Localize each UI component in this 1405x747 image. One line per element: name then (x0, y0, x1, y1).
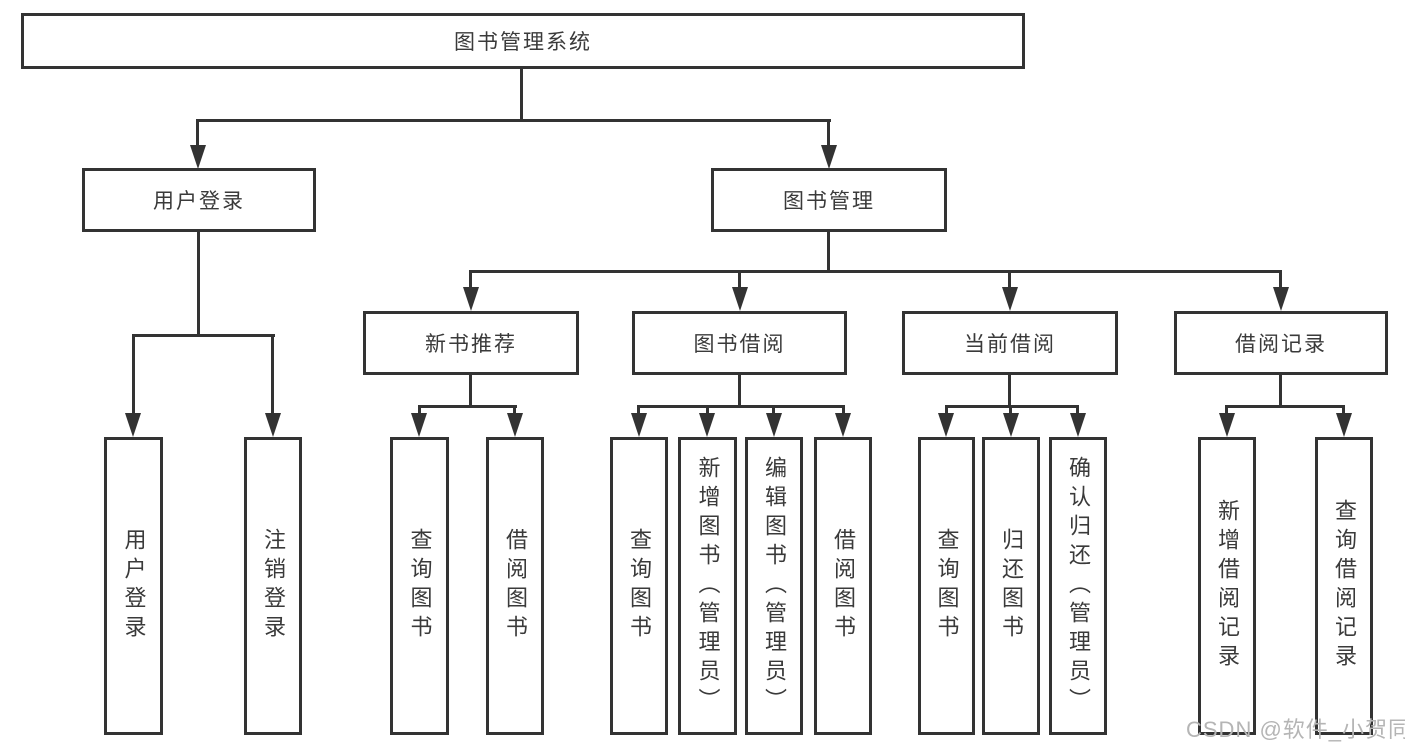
node-current-borrow: 当前借阅 (902, 311, 1118, 375)
arrow-down-icon (699, 413, 715, 437)
node-label: 借阅图书 (831, 528, 856, 644)
connector-line (1225, 405, 1345, 408)
node-label: 新增借阅记录 (1215, 499, 1240, 673)
node-user-login: 用户登录 (82, 168, 316, 232)
node-label: 新增图书（管理员） (695, 455, 721, 717)
connector-line (469, 270, 1282, 273)
arrow-down-icon (835, 413, 851, 437)
node-leaf-add-borrow-record: 新增借阅记录 (1198, 437, 1256, 735)
arrow-down-icon (1219, 413, 1235, 437)
connector-line (1008, 270, 1011, 290)
connector-line (1225, 405, 1228, 416)
node-leaf-query-borrow-record: 查询借阅记录 (1315, 437, 1373, 735)
arrow-down-icon (1002, 287, 1018, 311)
node-label: 确认归还（管理员） (1066, 455, 1091, 717)
connector-line (513, 405, 516, 416)
node-label: 注销登录 (261, 528, 286, 644)
node-leaf-query-book-1: 查询图书 (390, 437, 449, 735)
connector-line (418, 405, 421, 416)
connector-line (1008, 374, 1011, 406)
connector-line (132, 334, 275, 337)
node-label: 查询图书 (934, 528, 960, 644)
node-new-book-recommend: 新书推荐 (363, 311, 579, 375)
arrow-down-icon (265, 413, 281, 437)
connector-line (1076, 405, 1079, 416)
connector-line (197, 231, 200, 335)
connector-line (196, 119, 199, 148)
arrow-down-icon (1070, 413, 1086, 437)
connector-line (469, 270, 472, 290)
connector-line (1279, 270, 1282, 290)
node-leaf-borrow-book-1: 借阅图书 (486, 437, 544, 735)
connector-line (738, 270, 741, 290)
node-leaf-query-book-2: 查询图书 (610, 437, 668, 735)
node-leaf-add-book-admin: 新增图书（管理员） (678, 437, 737, 735)
connector-line (827, 231, 830, 271)
arrow-down-icon (190, 145, 206, 169)
connector-line (637, 405, 640, 416)
connector-line (945, 405, 1079, 408)
node-label: 查询借阅记录 (1332, 499, 1357, 673)
arrow-down-icon (1336, 413, 1352, 437)
node-library-management-system: 图书管理系统 (21, 13, 1025, 69)
arrow-down-icon (125, 413, 141, 437)
connector-line (706, 405, 709, 416)
connector-line (469, 374, 472, 406)
node-label: 查询图书 (627, 528, 652, 644)
arrow-down-icon (411, 413, 427, 437)
node-leaf-return-book: 归还图书 (982, 437, 1040, 735)
node-book-management: 图书管理 (711, 168, 947, 232)
connector-line (637, 405, 845, 408)
arrow-down-icon (1273, 287, 1289, 311)
connector-line (418, 405, 517, 408)
node-leaf-query-book-3: 查询图书 (918, 437, 975, 735)
node-leaf-edit-book-admin: 编辑图书（管理员） (745, 437, 803, 735)
connector-line (520, 69, 523, 120)
arrow-down-icon (463, 287, 479, 311)
arrow-down-icon (766, 413, 782, 437)
node-label: 查询图书 (407, 528, 433, 644)
node-label: 归还图书 (999, 528, 1024, 644)
connector-line (271, 334, 274, 415)
arrow-down-icon (1003, 413, 1019, 437)
node-label: 借阅图书 (503, 528, 528, 644)
node-leaf-user-login: 用户登录 (104, 437, 163, 735)
connector-line (842, 405, 845, 416)
connector-line (738, 374, 741, 406)
node-label: 编辑图书（管理员） (762, 455, 787, 717)
connector-line (945, 405, 948, 416)
node-label: 用户登录 (121, 528, 147, 644)
node-leaf-confirm-return-admin: 确认归还（管理员） (1049, 437, 1107, 735)
connector-line (132, 334, 135, 415)
connector-line (197, 119, 831, 122)
connector-line (1009, 405, 1012, 416)
arrow-down-icon (631, 413, 647, 437)
arrow-down-icon (507, 413, 523, 437)
node-borrow-record: 借阅记录 (1174, 311, 1388, 375)
arrow-down-icon (732, 287, 748, 311)
node-book-borrow: 图书借阅 (632, 311, 847, 375)
connector-line (1342, 405, 1345, 416)
connector-line (772, 405, 775, 416)
connector-line (1279, 374, 1282, 406)
arrow-down-icon (938, 413, 954, 437)
node-leaf-borrow-book-2: 借阅图书 (814, 437, 872, 735)
node-leaf-logout: 注销登录 (244, 437, 302, 735)
arrow-down-icon (821, 145, 837, 169)
connector-line (827, 119, 830, 148)
csdn-watermark: CSDN @软件_小贺同学 (1186, 717, 1405, 742)
